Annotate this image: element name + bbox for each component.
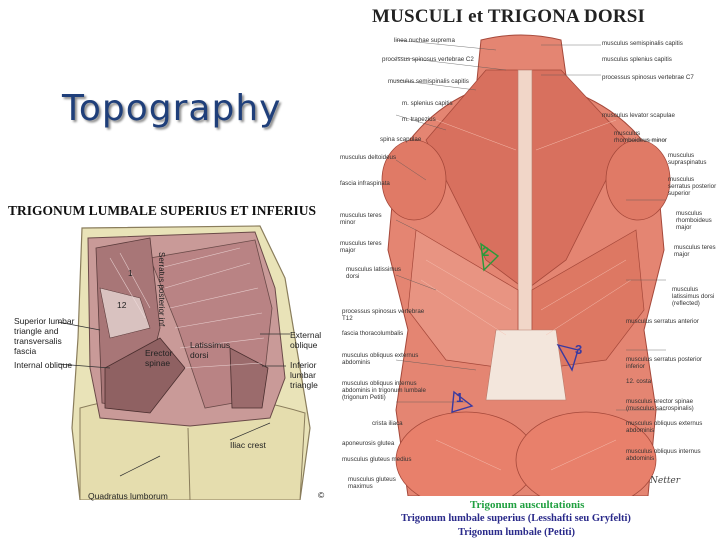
copyright-label: ©	[318, 490, 325, 500]
label-l-8: musculus teres minor	[340, 212, 382, 226]
label-r-9: musculus latissimus dorsi (reflected)	[672, 286, 715, 307]
legend-lumbale-petiti: Trigonum lumbale (Petiti)	[458, 527, 576, 538]
legend-auscultationis: Trigonum auscultationis	[470, 499, 585, 511]
label-r-14: musculus obliquus externus abdominis	[626, 420, 703, 434]
marker-1: 1	[456, 390, 464, 405]
label-l-15: crista iliaca	[372, 420, 403, 427]
latissimus-label: Latissimus dorsi	[190, 340, 231, 360]
slide-title: Topography	[62, 88, 282, 129]
label-r-12: 12. costa	[626, 378, 652, 385]
label-l-3: m. splenius capitis	[402, 100, 453, 107]
label-l-7: fascia infraspinata	[340, 180, 390, 187]
label-l-11: processus spinosus vertebrae T12	[342, 308, 425, 322]
label-r-3: musculus levator scapulae	[602, 112, 675, 119]
label-r-1: musculus splenius capitis	[602, 56, 672, 63]
label-l-12: fascia thoracolumbalis	[342, 330, 404, 337]
label-l-5: spina scapulae	[380, 136, 422, 143]
label-r-0: musculus semispinalis capitis	[602, 40, 683, 47]
label-l-10: musculus latissimus dorsi	[346, 266, 402, 280]
label-r-4: musculus rhomboideus minor	[614, 130, 667, 144]
right-figure-heading: MUSCULI et TRIGONA DORSI	[372, 6, 646, 27]
label-l-4: m. trapezius	[402, 116, 436, 123]
label-l-0: linea nuchae suprema	[394, 37, 455, 44]
number-12-label: 12	[117, 300, 127, 310]
label-r-15: musculus obliquus internus abdominis	[626, 448, 701, 462]
iliac-crest-label: Iliac crest	[230, 440, 266, 450]
external-oblique-label: External oblique	[290, 330, 322, 350]
label-l-9: musculus teres major	[340, 240, 382, 254]
label-r-7: musculus rhomboideus major	[676, 210, 712, 231]
label-r-10: musculus serratus anterior	[626, 318, 699, 325]
marker-3: 3	[575, 342, 583, 357]
label-l-2: musculus semispinalis capitis	[388, 78, 469, 85]
label-r-8: musculus teres major	[674, 244, 716, 258]
left-figure-heading: TRIGONUM LUMBALE SUPERIUS ET INFERIUS	[8, 203, 317, 218]
label-l-16: aponeurosis glutea	[342, 440, 395, 447]
back-muscles-illustration	[326, 30, 720, 496]
label-r-5: musculus supraspinatus	[668, 152, 707, 166]
internal-oblique-label: Internal oblique	[14, 360, 73, 370]
label-r-11: musculus serratus posterior inferior	[626, 356, 702, 370]
label-r-2: processus spinosus vertebrae C7	[602, 74, 694, 81]
superior-triangle-label: Superior lumbar triangle and transversal…	[14, 316, 75, 356]
quadratus-label: Quadratus lumborum	[88, 491, 168, 501]
serratus-label: Serratus posterior inf	[157, 252, 166, 327]
artist-signature: Netter	[650, 476, 681, 486]
marker-2: 2	[482, 244, 490, 259]
label-l-6: musculus deltoideus	[340, 154, 397, 161]
label-l-13: musculus obliquus externus abdominis	[342, 352, 419, 366]
label-l-18: musculus gluteus maximus	[348, 476, 396, 490]
label-r-6: musculus serratus posterior superior	[668, 176, 717, 197]
legend-lumbale-superius: Trigonum lumbale superius (Lesshafti seu…	[401, 513, 631, 524]
label-r-13: musculus erector spinae (musculus sacros…	[626, 398, 694, 412]
inferior-triangle-label: Inferior lumbar triangle	[290, 360, 318, 390]
label-l-1: processus spinosus vertebrae C2	[382, 56, 474, 63]
label-l-14: musculus obliquus internus abdominis in …	[342, 380, 426, 401]
number-1-label: 1	[128, 268, 133, 278]
erector-label: Erector spinae	[145, 348, 173, 368]
label-l-17: musculus gluteus medius	[342, 456, 412, 463]
lumbar-triangles-illustration	[0, 218, 330, 500]
